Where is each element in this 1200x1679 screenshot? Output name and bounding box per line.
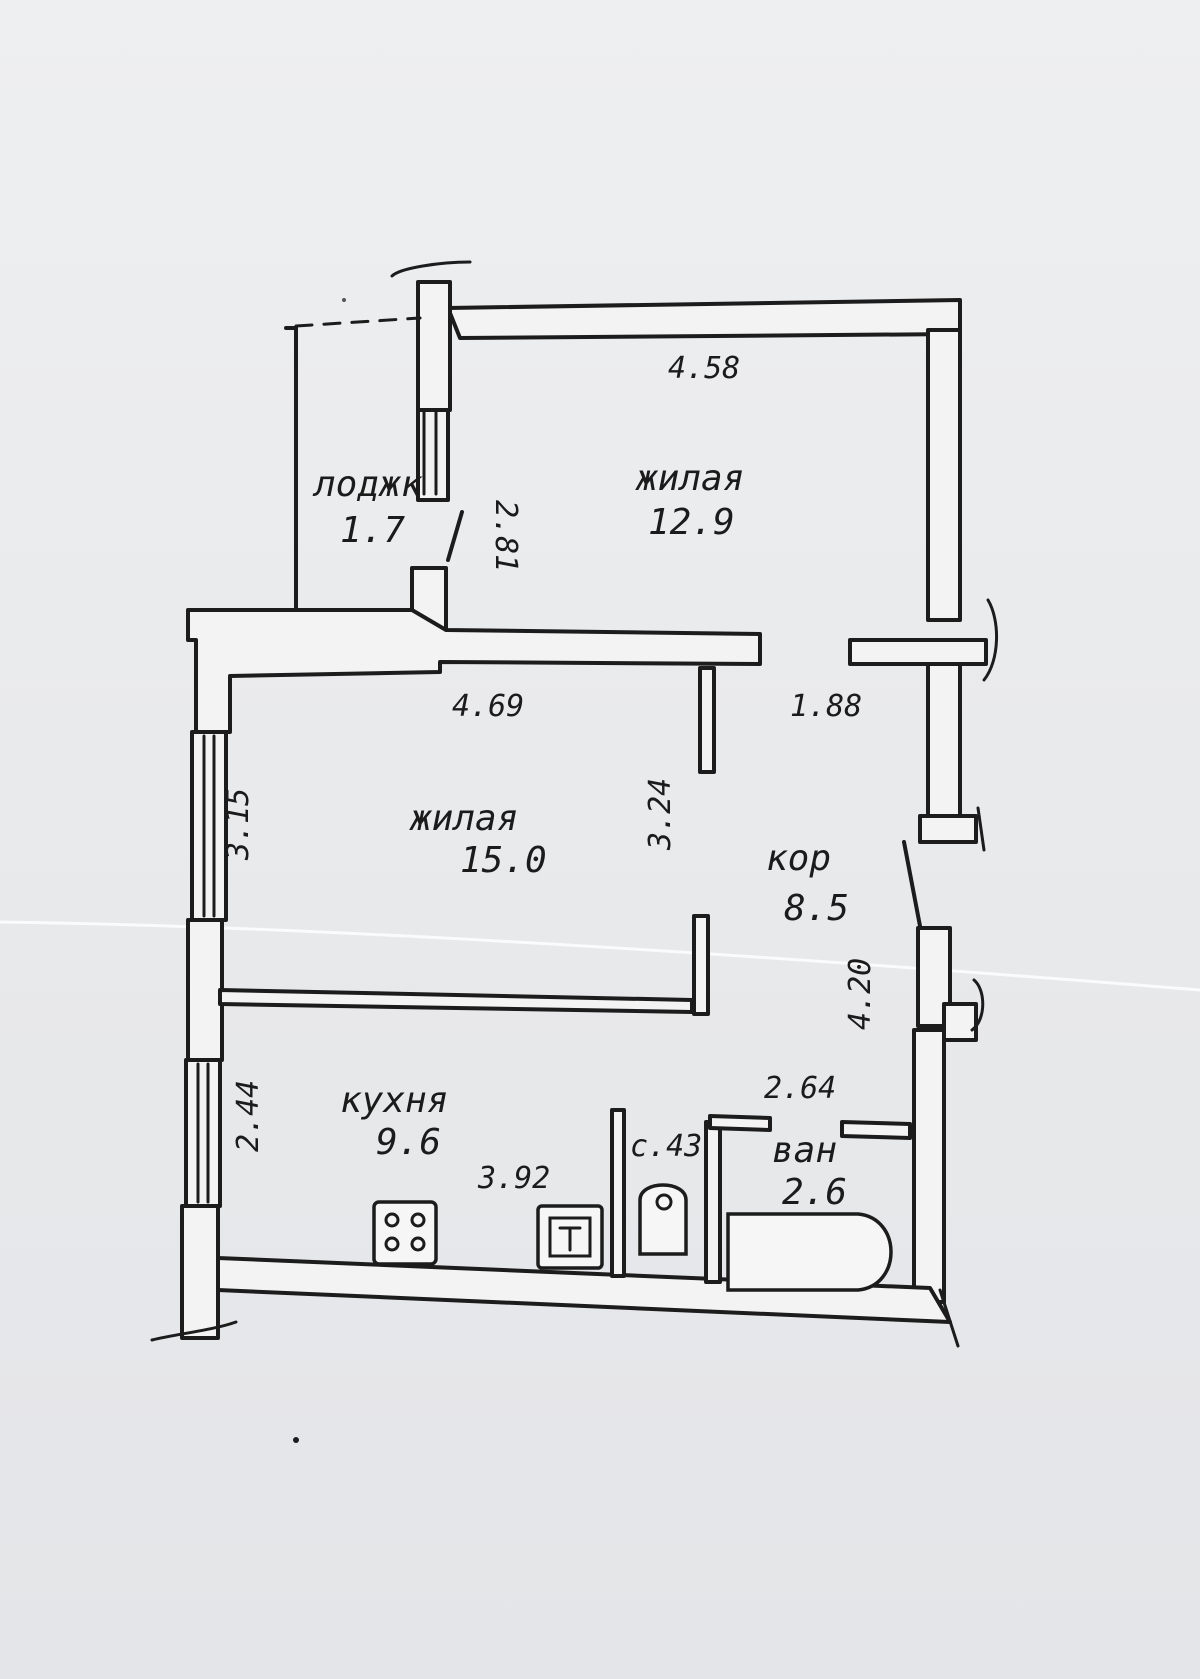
room-name-loggia: лоджк — [312, 464, 423, 505]
wc-bath-wall — [704, 1120, 722, 1284]
wall-left-bottom — [180, 1204, 220, 1340]
room-area-kitchen: 9.6 — [376, 1122, 441, 1163]
dimension-2-44: 2.44 — [231, 1080, 266, 1152]
dimension-4-20: 4.20 — [843, 958, 878, 1030]
dimension-3-92: 3.92 — [477, 1161, 550, 1196]
burner — [410, 1236, 426, 1252]
paper-crease — [0, 920, 1200, 992]
stove-icon — [372, 1200, 438, 1266]
wall-right-lower-b — [912, 1028, 946, 1304]
wc-left-wall — [610, 1108, 626, 1278]
pencil-dot — [342, 298, 346, 302]
wall-break-mark — [390, 260, 472, 278]
burner — [384, 1212, 400, 1228]
dimension-3-15: 3.15 — [221, 788, 256, 861]
room-name-living1: жилая — [635, 458, 744, 499]
burner — [384, 1236, 400, 1252]
door-entrance — [902, 840, 922, 928]
room-area-living1: 12.9 — [648, 502, 735, 543]
wall-left-window-1 — [190, 730, 228, 922]
partition-stub-high — [698, 666, 716, 774]
wall-right-stub-2 — [918, 814, 978, 844]
room-name-corridor: кор — [766, 838, 831, 879]
wc-top-stub — [708, 1114, 772, 1132]
wall-break-mark — [938, 1288, 960, 1348]
loggia-dashed-edge — [294, 316, 422, 328]
dimension-2-64: 2.64 — [764, 1071, 836, 1106]
dimension-2-81: 2.81 — [488, 500, 523, 572]
room-name-bath: ван — [772, 1130, 837, 1171]
burner — [410, 1212, 426, 1228]
wall-break-mark — [970, 978, 985, 1032]
dimension-3-24: 3.24 — [643, 778, 678, 851]
door-loggia — [446, 510, 464, 562]
partition-kitchen — [218, 988, 694, 1014]
room-area-bath: 2.6 — [782, 1172, 847, 1213]
wall-break-mark — [976, 806, 986, 852]
wall-break-mark — [982, 598, 998, 682]
room-name-wc: с.43 — [630, 1129, 702, 1164]
wall-top — [446, 298, 962, 340]
wall-middle — [186, 608, 762, 734]
wall-left-pier — [186, 918, 224, 1062]
room-area-loggia: 1.7 — [340, 510, 405, 551]
wall-right-stub-1 — [848, 638, 988, 666]
partition-stub-low — [692, 914, 710, 1016]
pencil-dot — [293, 1437, 299, 1443]
wall-pier-top — [416, 280, 452, 412]
bathtub-icon — [726, 1212, 893, 1292]
dimension-4-58: 4.58 — [668, 351, 740, 386]
toilet-bowl — [655, 1193, 673, 1211]
bath-top-stub — [840, 1120, 912, 1140]
dimension-1-88: 1.88 — [790, 689, 862, 724]
wall-right-stub-3 — [942, 1002, 978, 1042]
room-name-living2: жилая — [409, 798, 518, 839]
dimension-4-69: 4.69 — [452, 689, 524, 724]
wall-left-window-2 — [184, 1058, 222, 1208]
room-area-living2: 15.0 — [460, 840, 547, 881]
room-area-corridor: 8.5 — [784, 888, 849, 929]
toilet-icon — [638, 1183, 688, 1256]
sink-basin — [548, 1216, 592, 1258]
room-name-kitchen: кухня — [340, 1080, 448, 1121]
wall-right-upper — [926, 328, 962, 622]
wall-break-mark — [150, 1320, 238, 1342]
sink-tap — [558, 1226, 582, 1252]
